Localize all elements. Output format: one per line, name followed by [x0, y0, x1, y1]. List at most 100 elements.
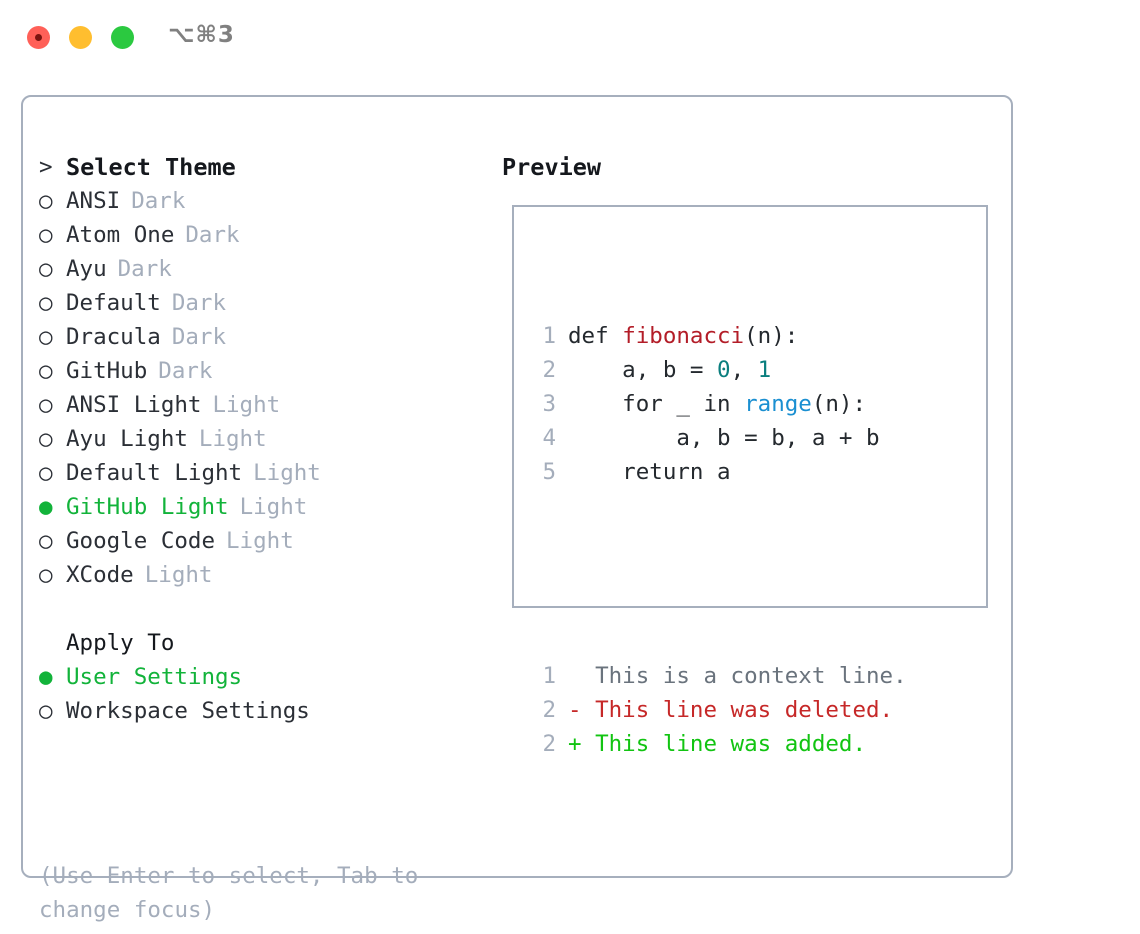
prompt-caret-icon: > [39, 154, 53, 180]
theme-item[interactable]: ○ Ayu Dark [39, 252, 489, 286]
line-number: 5 [542, 459, 556, 485]
theme-item-label: Default Light [66, 460, 243, 486]
code-line: 2 a, b = 0, 1 [532, 353, 907, 387]
theme-item[interactable]: ○ ANSI Light Light [39, 388, 489, 422]
theme-item-label: Atom One [66, 222, 175, 248]
diff-line-text: This is a context line. [568, 663, 907, 689]
theme-item-tag: Light [239, 494, 308, 520]
line-number: 1 [542, 323, 556, 349]
line-number: 2 [542, 697, 556, 723]
theme-item-tag: Dark [131, 188, 186, 214]
traffic-lights [27, 26, 134, 49]
theme-item-label: ANSI Light [66, 392, 202, 418]
code-token: 1 [757, 357, 772, 383]
code-blank-line [532, 557, 907, 591]
theme-item-label: Default [66, 290, 161, 316]
diff-block: 1 This is a context line. 2 - This line wa… [532, 659, 907, 761]
theme-item-tag: Dark [171, 324, 227, 350]
theme-item[interactable]: ● GitHub Light Light [39, 490, 489, 524]
theme-item[interactable]: ○ Google Code Light [39, 524, 489, 558]
code-token: 0 [717, 357, 731, 383]
theme-item[interactable]: ○ XCode Light [39, 558, 489, 592]
code-token: a, b = [568, 357, 718, 383]
theme-item-label: Ayu [66, 256, 107, 282]
theme-item-tag: Dark [185, 222, 240, 248]
theme-item-label: Ayu Light [66, 426, 188, 452]
theme-item-label: GitHub Light [66, 494, 229, 520]
diff-line: 1 This is a context line. [532, 659, 907, 693]
radio-unselected-icon: ○ [39, 358, 53, 384]
theme-item-tag: Dark [158, 358, 213, 384]
code-token: range [744, 391, 812, 417]
list-spacer [39, 592, 489, 626]
code-line: 4 a, b = b, a + b [532, 421, 907, 455]
radio-unselected-icon: ○ [39, 698, 53, 724]
code-token: return a [568, 459, 731, 485]
preview-section: Preview [502, 150, 601, 184]
code-line: 1 def fibonacci(n): [532, 319, 907, 353]
radio-selected-icon: ● [39, 664, 53, 690]
theme-item-label: Google Code [66, 528, 216, 554]
line-number: 1 [542, 663, 556, 689]
theme-item-tag: Light [226, 528, 294, 554]
code-line: 3 for _ in range(n): [532, 387, 907, 421]
theme-item-tag: Light [198, 426, 267, 452]
code-token: (n): [744, 323, 799, 349]
theme-item-tag: Light [144, 562, 213, 588]
diff-line: 2+ This line was added. [532, 727, 907, 761]
radio-unselected-icon: ○ [39, 188, 53, 214]
radio-unselected-icon: ○ [39, 460, 53, 486]
preview-title: Preview [502, 153, 602, 181]
close-button[interactable] [27, 26, 50, 49]
apply-to-list: ● User Settings ○ Workspace Settings [39, 660, 489, 728]
title-bar: ⌥⌘3 [0, 0, 1140, 76]
theme-list-heading-label: Select Theme [66, 153, 236, 181]
diff-line: 2 - This line was deleted. [532, 693, 907, 727]
theme-item-label: Dracula [66, 324, 161, 350]
keyboard-hint: (Use Enter to select, Tab to change focu… [39, 863, 419, 923]
code-token: (n): [811, 391, 867, 417]
code-token: for _ in [568, 391, 745, 417]
theme-item[interactable]: ○ Atom One Dark [39, 218, 489, 252]
minimize-button[interactable] [69, 26, 92, 49]
code-token: a, b = b, a + b [568, 425, 880, 451]
diff-line-text: - This line was deleted. [568, 697, 894, 723]
radio-selected-icon: ● [39, 494, 53, 520]
radio-unselected-icon: ○ [39, 222, 53, 248]
apply-to-item[interactable]: ● User Settings [39, 660, 489, 694]
keyboard-shortcut-label: ⌥⌘3 [168, 22, 235, 48]
code-line: 5 return a [532, 455, 907, 489]
line-number: 3 [542, 391, 556, 417]
theme-item-label: XCode [66, 562, 134, 588]
code-token: fibonacci [622, 323, 745, 349]
line-number: 2 [542, 731, 556, 757]
radio-unselected-icon: ○ [39, 528, 53, 554]
apply-to-heading-label: Apply To [66, 630, 175, 656]
radio-unselected-icon: ○ [39, 256, 53, 282]
radio-unselected-icon: ○ [39, 562, 53, 588]
theme-list-heading: > Select Theme [39, 150, 489, 184]
theme-item-tag: Dark [117, 256, 172, 282]
apply-to-item-label: Workspace Settings [66, 698, 310, 724]
line-number: 4 [542, 425, 556, 451]
radio-unselected-icon: ○ [39, 392, 53, 418]
code-token: , [730, 357, 758, 383]
theme-item-tag: Light [212, 392, 281, 418]
code-token: def [568, 323, 623, 349]
radio-unselected-icon: ○ [39, 290, 53, 316]
apply-to-item[interactable]: ○ Workspace Settings [39, 694, 489, 728]
apply-to-item-label: User Settings [66, 664, 243, 690]
maximize-button[interactable] [111, 26, 134, 49]
